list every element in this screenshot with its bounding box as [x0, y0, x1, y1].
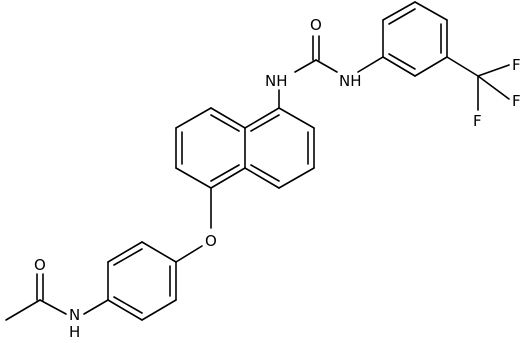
- naphthalene-left-inner-double-1: [210, 114, 240, 132]
- phenylene-inner-double-2: [113, 296, 143, 314]
- phenyl-cf3-ring-bond-2: [382, 1, 416, 21]
- fluorine-top-label: F: [512, 56, 521, 74]
- phenylene-inner-double-3: [113, 248, 143, 266]
- phenylene-to-nh-bond: [83, 299, 109, 315]
- cf3-to-f-right-bond: [477, 75, 510, 100]
- urea-c-n-right-bond: [315, 59, 338, 73]
- nh-to-phenyl-bond: [357, 56, 384, 73]
- acyl-to-methyl-bond: [5, 299, 41, 321]
- fluorine-right-label: F: [512, 92, 521, 110]
- naphthalene-ring-bond-2: [278, 107, 315, 129]
- urea-nh-left-label: NH: [265, 72, 288, 90]
- cf3-to-f-top-bond: [477, 64, 510, 77]
- phenyl-cf3-ring-bond-5: [414, 56, 448, 77]
- acetyl-oxygen-label: O: [34, 256, 46, 274]
- phenyl-cf3-inner-double-3: [388, 53, 416, 70]
- phenyl-cf3-ring-bond-6: [382, 56, 416, 77]
- naphthalene-ring-bond-5: [244, 167, 280, 189]
- bonds: [5, 1, 510, 321]
- naphthalene-inner-double-3: [250, 114, 280, 132]
- naphthalene-left-inner-double-3: [210, 164, 240, 182]
- phenyl-cf3-inner-double-1: [388, 8, 416, 25]
- naphthalene-left-bond-1: [210, 107, 246, 129]
- atom-labels: O NH NH F F F O O N H: [34, 16, 521, 341]
- ether-o-to-phenylene-bond: [175, 245, 203, 263]
- phenylene-ring-bond-6: [141, 241, 177, 263]
- acetamide-hydrogen-label: H: [69, 323, 80, 341]
- naphthalene-ring-bond-6: [244, 107, 280, 129]
- phenyl-to-cf3-bond: [446, 56, 479, 77]
- acetamide-nitrogen-label: N: [69, 306, 80, 324]
- phenylene-ring-bond-5: [107, 241, 143, 263]
- naphthalene-ring-bond-4: [278, 167, 315, 189]
- naphthalene-left-bond-4: [175, 167, 212, 189]
- naphthalene-inner-double-2: [250, 164, 280, 182]
- naphthalene-left-bond-5: [210, 167, 246, 189]
- phenylene-ring-bond-3: [107, 299, 143, 321]
- phenyl-cf3-ring-bond-3: [414, 1, 448, 21]
- ether-oxygen-label: O: [205, 232, 217, 250]
- phenylene-ring-bond-2: [141, 299, 177, 321]
- naphthalene-left-bond-2: [175, 107, 212, 129]
- fluorine-bottom-label: F: [473, 112, 482, 130]
- urea-c-n-left-bond: [294, 59, 317, 73]
- urea-nh-right-label: NH: [339, 72, 362, 90]
- urea-carbonyl-oxygen-label: O: [310, 16, 322, 34]
- nh-to-acyl-carbon-bond: [39, 299, 67, 315]
